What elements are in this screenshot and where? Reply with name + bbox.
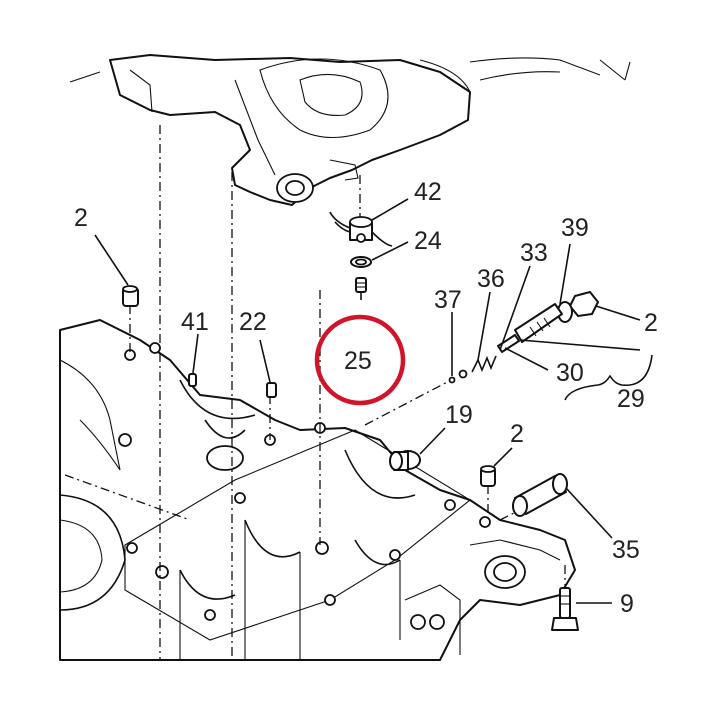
washer-part-24 <box>350 256 372 268</box>
leader-lines <box>94 198 653 604</box>
jet-part-25 <box>355 277 367 293</box>
collar-part-19 <box>389 450 421 471</box>
dowel-pins-part-2 <box>122 285 496 487</box>
highlight-circle <box>314 314 406 406</box>
callout-36: 36 <box>477 265 505 293</box>
callout-19: 19 <box>445 401 473 429</box>
callout-22: 22 <box>239 308 267 336</box>
callout-29: 29 <box>617 385 645 413</box>
callout-2-left: 2 <box>74 204 88 232</box>
callout-42: 42 <box>414 178 442 206</box>
callout-39: 39 <box>561 214 589 242</box>
callout-25: 25 <box>344 347 372 375</box>
callout-2-right: 2 <box>644 309 658 337</box>
callout-24: 24 <box>414 227 442 255</box>
relief-valve-assembly-29 <box>448 291 599 384</box>
callout-33: 33 <box>520 239 548 267</box>
oil-jet-part-42 <box>329 211 393 247</box>
bolt-part-9 <box>551 587 579 631</box>
lower-crankcase <box>59 319 576 661</box>
callout-labels: 42 24 25 39 33 36 37 2 2 2 41 22 30 29 1… <box>74 178 658 618</box>
callout-9: 9 <box>620 590 634 618</box>
callout-35: 35 <box>612 536 640 564</box>
callout-30: 30 <box>556 359 584 387</box>
callout-37: 37 <box>434 286 462 314</box>
callout-41: 41 <box>181 308 209 336</box>
upper-crankcase <box>69 54 631 206</box>
dowel-part-22 <box>266 382 277 398</box>
pipe-part-35 <box>512 473 568 517</box>
pin-part-41 <box>188 373 197 387</box>
callout-2-lower: 2 <box>510 420 524 448</box>
